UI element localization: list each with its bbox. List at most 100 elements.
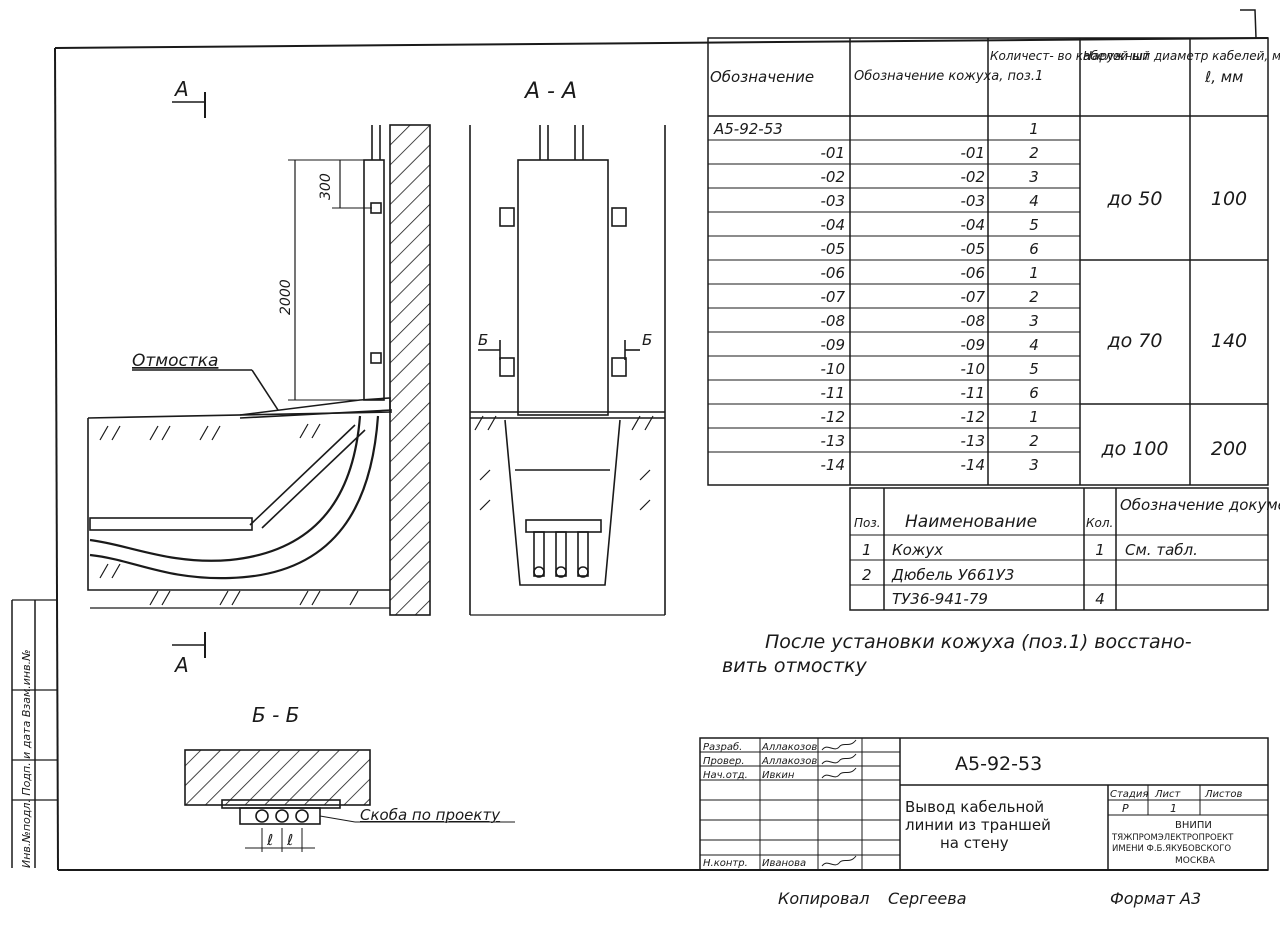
cell-count: 2 <box>1029 288 1039 306</box>
tb-role-3: Нач.отд. <box>703 770 748 781</box>
tb-org-3: ИМЕНИ Ф.Б.ЯКУБОВСКОГО <box>1112 844 1231 854</box>
th-diameter: Наружный диаметр кабелей, мм <box>1083 49 1280 63</box>
cell-designation: -05 <box>821 240 846 258</box>
spec-cell-name: Дюбель У661У3 <box>891 566 1014 584</box>
spec-row: ТУ36-941-79 4 <box>892 590 1105 608</box>
left-strip-text: Инв.№подл. Подп. и дата Взам.инв.№ <box>20 649 33 868</box>
tb-name-1: Аллакозов <box>761 742 817 753</box>
cell-designation: -08 <box>821 312 846 330</box>
tb-title-2: линии из траншей <box>905 816 1051 834</box>
cell-casing: -02 <box>961 168 986 186</box>
spec-row: 2 Дюбель У661У3 <box>862 566 1014 584</box>
cell-designation: -04 <box>821 216 846 234</box>
cell-count: 2 <box>1029 144 1039 162</box>
footer-format: Формат А3 <box>1110 889 1201 908</box>
spec-cell-doc: См. табл. <box>1125 541 1198 559</box>
cell-casing: -14 <box>961 456 986 474</box>
tb-sheet-value: 1 <box>1170 802 1177 815</box>
tb-stage-value: Р <box>1122 802 1129 815</box>
section-bb-title: Б - Б <box>252 703 299 727</box>
skoba-label: Скоба по проекту <box>360 806 501 824</box>
table-row: -12 -12 1 <box>821 408 1039 426</box>
cell-designation: -01 <box>821 144 846 162</box>
dim-l-left: ℓ <box>266 831 273 849</box>
cell-designation: -14 <box>821 456 846 474</box>
title-block-grid <box>699 737 1269 871</box>
section-bb <box>184 749 515 852</box>
tb-sheet-label: Лист <box>1154 789 1182 800</box>
cell-designation: -12 <box>821 408 846 426</box>
footer-copied: Копировал <box>778 889 869 908</box>
th-count-text: Количест- во кабелей шт <box>990 49 1151 63</box>
sheet-frame <box>11 9 1269 871</box>
tb-name-2: Аллакозов <box>761 756 817 767</box>
tb-stage-label: Стадия <box>1110 789 1148 800</box>
cell-count: 3 <box>1029 312 1039 330</box>
cell-casing: -10 <box>961 360 986 378</box>
section-b-left-mark: Б <box>478 331 488 349</box>
tb-role-1: Разраб. <box>703 741 742 753</box>
cell-casing: -13 <box>961 432 986 450</box>
spec-cell-pos: 1 <box>862 541 872 559</box>
cell-count: 4 <box>1029 192 1039 210</box>
spec-cell-qty: 4 <box>1095 590 1105 608</box>
cell-designation: -09 <box>821 336 846 354</box>
cell-length: 100 <box>1211 188 1247 210</box>
cell-designation: -03 <box>821 192 846 210</box>
section-b-right-mark: Б <box>642 331 652 349</box>
section-aa-title: А - А <box>523 79 577 104</box>
cell-count: 6 <box>1029 240 1039 258</box>
note-line-1: После установки кожуха (поз.1) восстано- <box>765 631 1192 653</box>
cell-diameter: до 50 <box>1107 188 1163 210</box>
dim-2000-label: 2000 <box>278 279 294 315</box>
tb-signatures <box>821 739 857 867</box>
table-row: -01 -01 2 <box>821 144 1039 162</box>
cell-designation: -13 <box>821 432 846 450</box>
cell-count: 6 <box>1029 384 1039 402</box>
cell-count: 1 <box>1029 408 1039 426</box>
cell-casing: -01 <box>961 144 986 162</box>
tb-sheets-label: Листов <box>1204 789 1242 800</box>
table-row: -10 -10 5 <box>821 360 1039 378</box>
cell-casing: -06 <box>961 264 986 282</box>
tb-name-3: Ивкин <box>762 770 795 781</box>
cell-diameter: до 100 <box>1100 438 1168 460</box>
spec-th-doc: Обозначение документа <box>1120 496 1280 514</box>
spec-cell-name: Кожух <box>892 541 943 559</box>
tb-title-1: Вывод кабельной <box>905 798 1044 816</box>
cell-count: 3 <box>1029 168 1039 186</box>
cell-length: 200 <box>1211 438 1247 460</box>
tb-org-2: ТЯЖПРОМЭЛЕКТРОПРОЕКТ <box>1111 833 1234 843</box>
tb-org-1: ВНИПИ <box>1175 820 1212 831</box>
cell-count: 5 <box>1029 360 1039 378</box>
table-row: -11 -11 6 <box>821 384 1039 402</box>
tb-name-4: Иванова <box>762 858 806 869</box>
cell-count: 1 <box>1029 264 1039 282</box>
tb-role-2: Провер. <box>703 756 745 767</box>
cell-designation: А5-92-53 <box>713 120 783 138</box>
footer-copier-name: Сергеева <box>888 889 967 908</box>
tb-org-4: МОСКВА <box>1175 856 1216 866</box>
spec-cell-name: ТУ36-941-79 <box>892 590 988 608</box>
spec-cell-pos: 2 <box>862 566 872 584</box>
otmostka-label: Отмостка <box>132 351 218 371</box>
th-casing: Обозначение кожуха, поз.1 <box>854 69 1043 84</box>
cell-designation: -11 <box>821 384 846 402</box>
view-a-bottom-label: А <box>173 653 189 677</box>
dim-l-right: ℓ <box>286 831 293 849</box>
th-diameter-text: Наружный диаметр кабелей, мм <box>1083 49 1280 63</box>
cell-designation: -10 <box>821 360 846 378</box>
cell-casing: -03 <box>961 192 986 210</box>
cell-casing: -11 <box>961 384 986 402</box>
cell-designation: -02 <box>821 168 846 186</box>
th-designation: Обозначение <box>710 68 814 86</box>
cell-designation: -06 <box>821 264 846 282</box>
cell-casing: -12 <box>961 408 986 426</box>
note-line-2: вить отмостку <box>722 655 867 677</box>
cell-diameter: до 70 <box>1107 330 1163 352</box>
section-aa <box>469 125 666 616</box>
